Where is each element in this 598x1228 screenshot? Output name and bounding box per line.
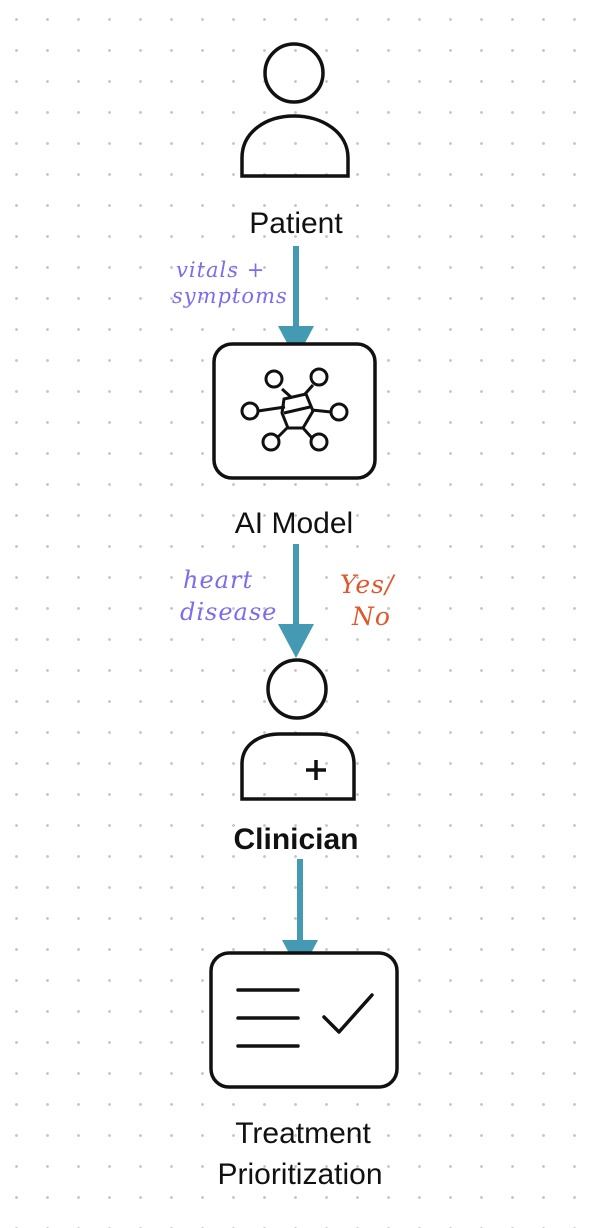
checklist-icon [236,988,300,1048]
treatment-label-line1: Treatment [235,1117,371,1150]
neural-network-icon [240,367,349,452]
edge-note-vitals-line2: symptoms [172,284,288,308]
patient-label: Patient [249,207,343,240]
treatment-label-line2: Prioritization [217,1158,383,1191]
clinician-label: Clinician [233,823,359,856]
checkmark-icon [322,993,374,1034]
edge-note-heart-line1: heart [183,566,254,594]
ai-model-label: AI Model [234,507,354,540]
model-output-line1: Yes/ [340,570,395,599]
treatment-card [209,951,399,1089]
edge-note-vitals-line1: vitals + [176,258,266,282]
clinician-icon [240,658,356,801]
patient-icon [240,42,350,178]
edge-note-heart-line2: disease [180,598,278,626]
arrow-model-to-clinician [278,544,314,658]
model-output-line2: No [352,602,391,631]
